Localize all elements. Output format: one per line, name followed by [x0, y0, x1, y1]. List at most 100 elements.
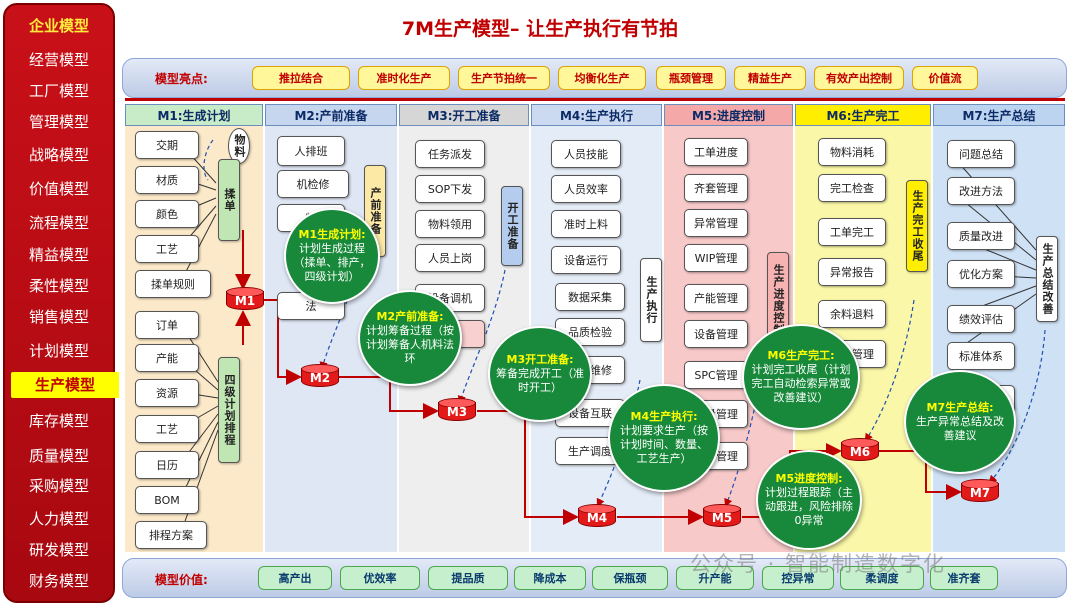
callout-title: M4生产执行:: [630, 410, 698, 423]
callout-title: M1生成计划:: [298, 228, 366, 241]
callout-text: 筹备完成开工（准时开工）: [496, 367, 584, 394]
value-pill: 高产出: [258, 566, 332, 590]
callout-text: 计划要求生产（按计划时间、数量、工艺生产）: [620, 424, 708, 465]
merge-order-box: 揉单: [218, 159, 240, 241]
callout-m2: M2产前准备: 计划筹备过程（按计划筹备人机料法环: [358, 290, 462, 386]
callout-m7: M7生产总结: 生产异常总结及改善建议: [904, 370, 1016, 474]
sidebar-item-quality[interactable]: 质量模型: [28, 447, 89, 465]
m4-box: 数据采集: [555, 283, 625, 311]
column-head-m1: M1:生成计划: [125, 104, 263, 126]
column-head-m2: M2:产前准备: [265, 104, 397, 126]
callout-title: M7生产总结:: [926, 401, 994, 414]
column-head-m5: M5:进度控制: [664, 104, 793, 126]
milestone-node-m2: M2: [301, 364, 339, 390]
m6-box: 余料退料: [818, 300, 886, 328]
production-exec-box: 生产执行: [640, 258, 662, 342]
m1-box: 颜色: [135, 200, 199, 228]
m1-box: 工艺: [135, 415, 199, 443]
milestone-node-m7: M7: [961, 479, 999, 505]
sidebar-item-production[interactable]: 生产模型: [11, 372, 119, 398]
value-pill: 控异常: [762, 566, 834, 590]
m3-box: 物料领用: [415, 210, 485, 238]
callout-title: M2产前准备:: [376, 310, 444, 323]
sidebar-item-operation[interactable]: 经营模型: [28, 51, 89, 69]
m3-box: SOP下发: [415, 175, 485, 203]
value-pill: 升产能: [676, 566, 754, 590]
callout-text: 生产异常总结及改善建议: [916, 415, 1004, 442]
m6-box: 工单完工: [818, 218, 886, 246]
value-pill: 提品质: [428, 566, 508, 590]
milestone-node-m6: M6: [841, 438, 879, 464]
value-label: 模型价值:: [155, 573, 208, 587]
value-pill: 柔调度: [840, 566, 924, 590]
m7-box: 绩效评估: [947, 305, 1015, 333]
callout-text: 计划过程跟踪（主动跟进，风险排除0异常: [765, 486, 853, 527]
m1-box: 资源: [135, 379, 199, 407]
sidebar-item-management[interactable]: 管理模型: [28, 113, 89, 131]
column-head-m3: M3:开工准备: [399, 104, 529, 126]
m5-box: WIP管理: [684, 244, 748, 272]
callout-text: 计划筹备过程（按计划筹备人机料法环: [366, 324, 454, 365]
page-title: 7M生产模型– 让生产执行有节拍: [401, 18, 679, 40]
callout-title: M3开工准备:: [506, 353, 574, 366]
m5-box: 产能管理: [684, 284, 748, 312]
m7-box: 优化方案: [947, 260, 1015, 288]
highlight-pill: 准时化生产: [358, 66, 450, 90]
sidebar-item-value[interactable]: 价值模型: [28, 180, 89, 198]
sidebar-item-lean[interactable]: 精益模型: [28, 246, 89, 264]
sidebar-item-sales[interactable]: 销售模型: [28, 308, 89, 326]
sidebar-item-inventory[interactable]: 库存模型: [28, 412, 89, 430]
sidebar-item-flexible[interactable]: 柔性模型: [28, 277, 89, 295]
m3-box: 任务派发: [415, 140, 485, 168]
highlights-label: 模型亮点:: [155, 72, 208, 86]
m1-box: 排程方案: [135, 521, 207, 549]
milestone-node-m4: M4: [578, 504, 616, 530]
callout-title: M6生产完工:: [767, 349, 835, 362]
callout-text: 计划完工收尾（计划完工自动检索异常或改善建议）: [751, 363, 851, 404]
milestone-node-m3: M3: [438, 398, 476, 424]
milestone-node-m5: M5: [703, 504, 741, 530]
sidebar-item-factory[interactable]: 工厂模型: [28, 82, 89, 100]
sidebar-item-strategy[interactable]: 战略模型: [28, 146, 89, 164]
m2-box: 机检修: [277, 170, 349, 198]
value-pill: 降成本: [514, 566, 586, 590]
callout-m3: M3开工准备: 筹备完成开工（准时开工）: [488, 326, 592, 422]
four-level-schedule-box: 四级计划排程: [218, 357, 240, 463]
m6-box: 完工检查: [818, 174, 886, 202]
sidebar-item-plan[interactable]: 计划模型: [28, 342, 89, 360]
progress-control-box: 生产进度控制: [767, 252, 789, 348]
value-pill: 保瓶颈: [592, 566, 668, 590]
m7-box: 标准体系: [947, 342, 1015, 370]
m1-box: 交期: [135, 131, 199, 159]
m5-box: SPC管理: [684, 361, 748, 389]
sidebar-item-enterprise[interactable]: 企业模型: [28, 17, 89, 35]
column-head-m7: M7:生产总结: [933, 104, 1065, 126]
m5-box: 异常管理: [684, 209, 748, 237]
m4-box: 准时上料: [551, 210, 621, 238]
m4-box: 人员效率: [551, 175, 621, 203]
sidebar-item-hr[interactable]: 人力模型: [28, 510, 89, 528]
m4-box: 人员技能: [551, 140, 621, 168]
m1-box: 日历: [135, 451, 199, 479]
highlight-pill: 有效产出控制: [814, 66, 904, 90]
highlight-pill: 瓶颈管理: [656, 66, 726, 90]
callout-m5: M5进度控制: 计划过程跟踪（主动跟进，风险排除0异常: [756, 450, 862, 550]
sidebar-item-finance[interactable]: 财务模型: [28, 572, 89, 590]
callout-m6: M6生产完工: 计划完工收尾（计划完工自动检索异常或改善建议）: [742, 324, 860, 430]
highlight-pill: 生产节拍统一: [458, 66, 550, 90]
sidebar-item-process[interactable]: 流程模型: [28, 214, 89, 232]
sidebar-item-rnd[interactable]: 研发模型: [28, 541, 89, 559]
highlight-pill: 推拉结合: [252, 66, 350, 90]
m5-box: 工单进度: [684, 138, 748, 166]
m5-box: 齐套管理: [684, 174, 748, 202]
m7-box: 改进方法: [947, 177, 1015, 205]
column-head-m6: M6:生产完工: [795, 104, 931, 126]
model-sidebar: 企业模型 经营模型 工厂模型 管理模型 战略模型 价值模型 流程模型 精益模型 …: [3, 3, 119, 603]
callout-text: 计划生成过程（揉单、排产，四级计划）: [293, 242, 371, 283]
m6-box: 物料消耗: [818, 138, 886, 166]
sidebar-item-purchase[interactable]: 采购模型: [28, 477, 89, 495]
highlight-pill: 精益生产: [734, 66, 806, 90]
value-pill: 准齐套: [930, 566, 998, 590]
m7-box: 质量改进: [947, 222, 1015, 250]
